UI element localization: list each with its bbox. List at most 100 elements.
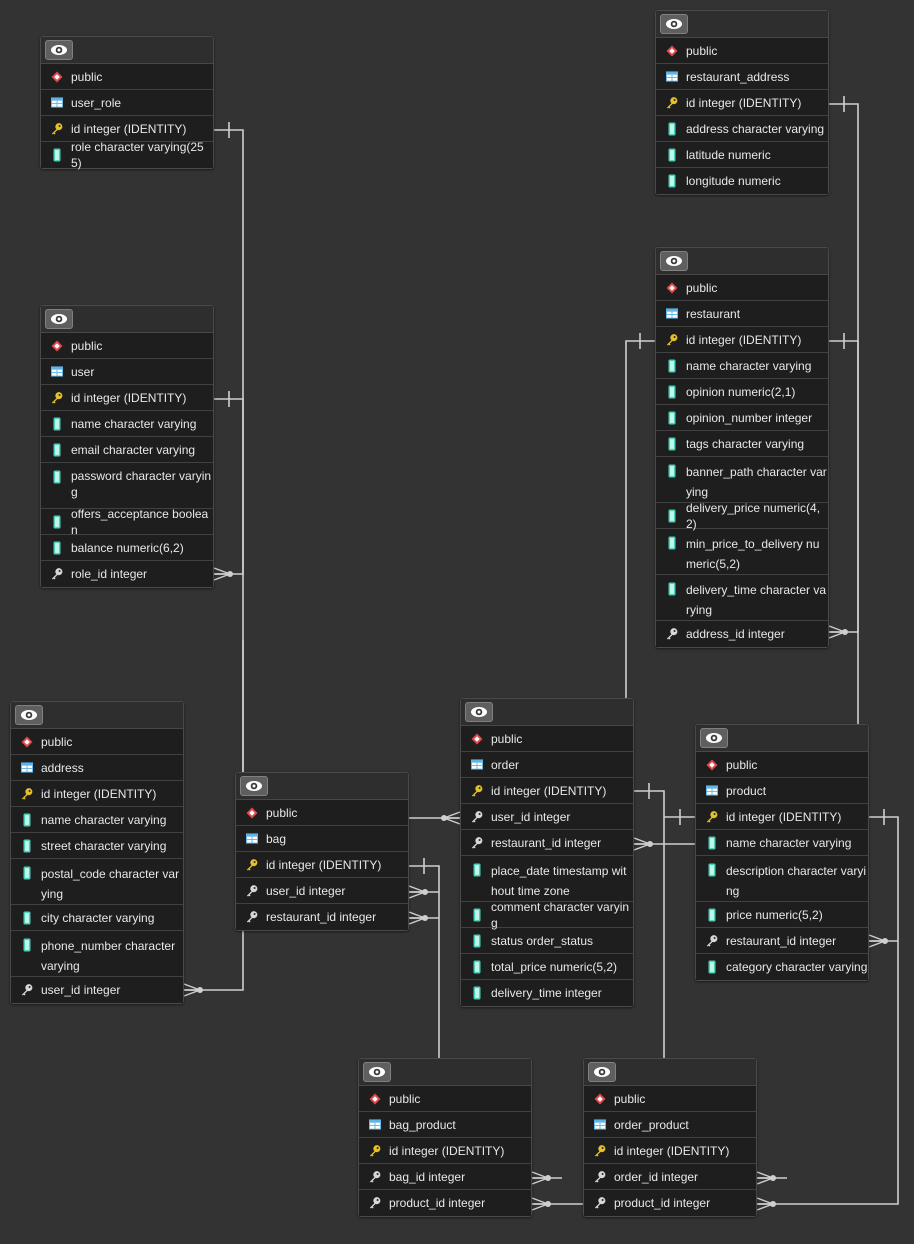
primary-key-column[interactable]: id integer (IDENTITY) bbox=[11, 781, 183, 807]
eye-icon[interactable] bbox=[700, 728, 728, 748]
table-name-row[interactable]: bag_product bbox=[359, 1112, 531, 1138]
primary-key-column[interactable]: id integer (IDENTITY) bbox=[656, 327, 828, 353]
column-row[interactable]: postal_code character varying bbox=[11, 859, 183, 905]
table-name-row[interactable]: user bbox=[41, 359, 213, 385]
schema-row[interactable]: public bbox=[11, 729, 183, 755]
column-row[interactable]: name character varying bbox=[11, 807, 183, 833]
table-name-row[interactable]: order bbox=[461, 752, 633, 778]
column-row[interactable]: description character varying bbox=[696, 856, 868, 902]
eye-icon[interactable] bbox=[240, 776, 268, 796]
table-order[interactable]: public order id integer (IDENTITY) user_… bbox=[460, 698, 634, 1007]
table-restaurant[interactable]: public restaurant id integer (IDENTITY) … bbox=[655, 247, 829, 648]
eye-icon[interactable] bbox=[465, 702, 493, 722]
schema-row[interactable]: public bbox=[461, 726, 633, 752]
column-label: product_id integer bbox=[614, 1196, 711, 1210]
foreign-key-column[interactable]: product_id integer bbox=[359, 1190, 531, 1216]
table-name-row[interactable]: restaurant_address bbox=[656, 64, 828, 90]
table-bag[interactable]: public bag id integer (IDENTITY) user_id… bbox=[235, 772, 409, 931]
eye-icon[interactable] bbox=[363, 1062, 391, 1082]
table-name: bag bbox=[266, 831, 287, 846]
schema-row[interactable]: public bbox=[41, 64, 213, 90]
column-row[interactable]: name character varying bbox=[41, 411, 213, 437]
table-restaurant-address[interactable]: public restaurant_address id integer (ID… bbox=[655, 10, 829, 195]
eye-icon[interactable] bbox=[45, 309, 73, 329]
eye-icon[interactable] bbox=[15, 705, 43, 725]
column-row[interactable]: category character varying bbox=[696, 954, 868, 980]
column-row[interactable]: address character varying bbox=[656, 116, 828, 142]
column-row[interactable]: price numeric(5,2) bbox=[696, 902, 868, 928]
schema-row[interactable]: public bbox=[656, 38, 828, 64]
foreign-key-column[interactable]: user_id integer bbox=[236, 878, 408, 904]
primary-key-column[interactable]: id integer (IDENTITY) bbox=[656, 90, 828, 116]
foreign-key-column[interactable]: product_id integer bbox=[584, 1190, 756, 1216]
schema-row[interactable]: public bbox=[584, 1086, 756, 1112]
table-name-row[interactable]: bag bbox=[236, 826, 408, 852]
column-row[interactable]: total_price numeric(5,2) bbox=[461, 954, 633, 980]
column-row[interactable]: longitude numeric bbox=[656, 168, 828, 194]
primary-key-column[interactable]: id integer (IDENTITY) bbox=[359, 1138, 531, 1164]
column-label: offers_acceptance boolean bbox=[71, 506, 209, 537]
primary-key-column[interactable]: id integer (IDENTITY) bbox=[584, 1138, 756, 1164]
table-bag-product[interactable]: public bag_product id integer (IDENTITY)… bbox=[358, 1058, 532, 1217]
table-name-row[interactable]: user_role bbox=[41, 90, 213, 116]
primary-key-column[interactable]: id integer (IDENTITY) bbox=[236, 852, 408, 878]
table-order-product[interactable]: public order_product id integer (IDENTIT… bbox=[583, 1058, 757, 1217]
eye-icon[interactable] bbox=[660, 14, 688, 34]
table-name-row[interactable]: restaurant bbox=[656, 301, 828, 327]
foreign-key-column[interactable]: restaurant_id integer bbox=[236, 904, 408, 930]
column-row[interactable]: delivery_time character varying bbox=[656, 575, 828, 621]
foreign-key-column[interactable]: restaurant_id integer bbox=[461, 830, 633, 856]
primary-key-column[interactable]: id integer (IDENTITY) bbox=[696, 804, 868, 830]
column-row[interactable]: balance numeric(6,2) bbox=[41, 535, 213, 561]
table-product[interactable]: public product id integer (IDENTITY) nam… bbox=[695, 724, 869, 981]
column-row[interactable]: comment character varying bbox=[461, 900, 633, 930]
schema-row[interactable]: public bbox=[236, 800, 408, 826]
foreign-key-column[interactable]: order_id integer bbox=[584, 1164, 756, 1190]
foreign-key-column[interactable]: address_id integer bbox=[656, 621, 828, 647]
schema-row[interactable]: public bbox=[359, 1086, 531, 1112]
foreign-key-column[interactable]: role_id integer bbox=[41, 561, 213, 587]
table-name-row[interactable]: product bbox=[696, 778, 868, 804]
column-row[interactable]: delivery_time integer bbox=[461, 980, 633, 1006]
foreign-key-column[interactable]: user_id integer bbox=[11, 977, 183, 1003]
column-row[interactable]: street character varying bbox=[11, 833, 183, 859]
column-row[interactable]: latitude numeric bbox=[656, 142, 828, 168]
table-user-role[interactable]: public user_role id integer (IDENTITY) r… bbox=[40, 36, 214, 170]
column-row[interactable]: role character varying(255) bbox=[41, 140, 213, 170]
column-row[interactable]: password character varying bbox=[41, 463, 213, 509]
column-icon bbox=[471, 908, 483, 922]
column-row[interactable]: min_price_to_delivery numeric(5,2) bbox=[656, 529, 828, 575]
schema-row[interactable]: public bbox=[656, 275, 828, 301]
schema-row[interactable]: public bbox=[41, 333, 213, 359]
column-row[interactable]: opinion_number integer bbox=[656, 405, 828, 431]
column-row[interactable]: banner_path character varying bbox=[656, 457, 828, 503]
eye-icon[interactable] bbox=[588, 1062, 616, 1082]
primary-key-column[interactable]: id integer (IDENTITY) bbox=[41, 116, 213, 142]
column-row[interactable]: name character varying bbox=[696, 830, 868, 856]
table-name-row[interactable]: address bbox=[11, 755, 183, 781]
table-icon bbox=[246, 832, 258, 846]
table-user[interactable]: public user id integer (IDENTITY) name c… bbox=[40, 305, 214, 588]
column-row[interactable]: city character varying bbox=[11, 905, 183, 931]
primary-key-column[interactable]: id integer (IDENTITY) bbox=[461, 778, 633, 804]
foreign-key-column[interactable]: user_id integer bbox=[461, 804, 633, 830]
column-row[interactable]: status order_status bbox=[461, 928, 633, 954]
rel-orderproduct-order-many-dot bbox=[770, 1175, 776, 1181]
column-row[interactable]: name character varying bbox=[656, 353, 828, 379]
table-name-row[interactable]: order_product bbox=[584, 1112, 756, 1138]
column-row[interactable]: email character varying bbox=[41, 437, 213, 463]
foreign-key-column[interactable]: bag_id integer bbox=[359, 1164, 531, 1190]
eye-icon[interactable] bbox=[45, 40, 73, 60]
column-row[interactable]: delivery_price numeric(4,2) bbox=[656, 501, 828, 531]
column-row[interactable]: opinion numeric(2,1) bbox=[656, 379, 828, 405]
eye-icon[interactable] bbox=[660, 251, 688, 271]
column-row[interactable]: tags character varying bbox=[656, 431, 828, 457]
column-row[interactable]: place_date timestamp without time zone bbox=[461, 856, 633, 902]
foreign-key-column[interactable]: restaurant_id integer bbox=[696, 928, 868, 954]
key-icon bbox=[666, 333, 678, 347]
column-row[interactable]: offers_acceptance boolean bbox=[41, 506, 213, 537]
schema-row[interactable]: public bbox=[696, 752, 868, 778]
column-row[interactable]: phone_number character varying bbox=[11, 931, 183, 977]
primary-key-column[interactable]: id integer (IDENTITY) bbox=[41, 385, 213, 411]
table-address[interactable]: public address id integer (IDENTITY) nam… bbox=[10, 701, 184, 1004]
